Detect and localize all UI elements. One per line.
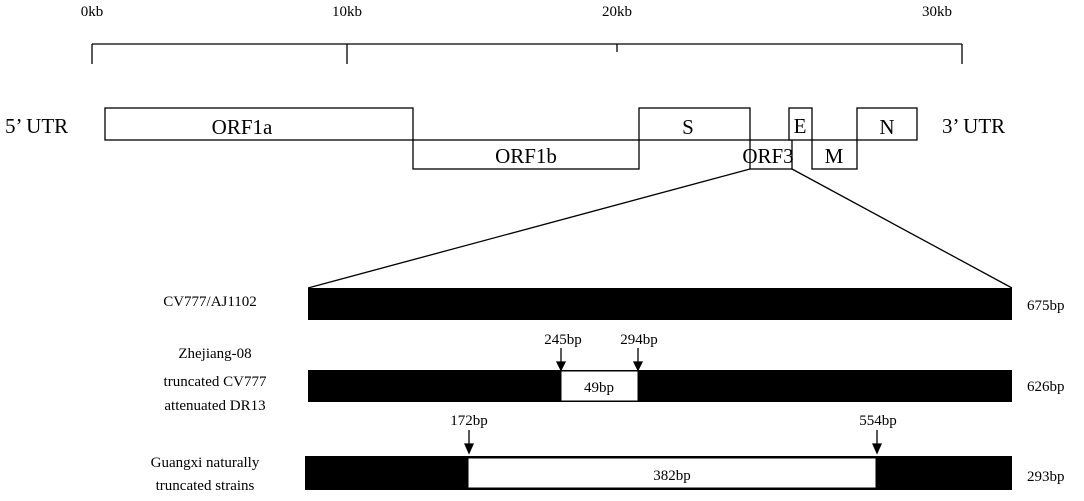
n-box	[856, 107, 918, 141]
strain1-name: CV777/AJ1102	[163, 294, 257, 310]
strain2-deletion-end: 294bp	[620, 332, 658, 348]
strain2-name-line3: attenuated DR13	[164, 398, 265, 414]
e-box	[788, 107, 813, 141]
orf1b-label: ORF1b	[495, 144, 557, 168]
s-label: S	[682, 115, 694, 139]
orf1b-box	[412, 139, 640, 170]
e-label: E	[794, 114, 807, 138]
n-label: N	[879, 115, 894, 139]
strain2-length: 626bp	[1027, 379, 1065, 395]
zoom-line-left	[307, 168, 751, 289]
scale-label-0kb: 0kb	[81, 4, 104, 20]
strain1-bar	[308, 288, 1012, 320]
strain3-deletion-start: 172bp	[450, 413, 488, 429]
strain3-deletion-end: 554bp	[859, 413, 897, 429]
scale-bar	[91, 43, 963, 64]
orf1a-box	[104, 107, 414, 141]
strain2-deletion-start: 245bp	[544, 332, 582, 348]
strain1-length: 675bp	[1027, 298, 1065, 314]
strain3-end-arrowhead	[871, 443, 883, 455]
strain2-name-line2: truncated CV777	[164, 374, 267, 390]
strain3-length: 293bp	[1027, 469, 1065, 485]
orf1a-label: ORF1a	[212, 115, 273, 139]
strain3-start-arrowhead	[463, 443, 475, 455]
zoom-line-right	[791, 168, 1013, 289]
scale-label-10kb: 10kb	[332, 4, 362, 20]
utr3-label: 3’ UTR	[942, 114, 1005, 138]
utr5-label: 5’ UTR	[5, 114, 68, 138]
orf3-label: ORF3	[742, 144, 793, 168]
strain2-name-line1: Zhejiang-08	[178, 346, 251, 362]
strain2-bar	[308, 370, 1012, 402]
strain3-name-line2: truncated strains	[156, 478, 255, 494]
strain3-deletion-size: 382bp	[653, 468, 691, 484]
scale-label-20kb: 20kb	[602, 4, 632, 20]
strain2-start-arrowhead	[555, 361, 567, 372]
strain3-deletion	[467, 457, 877, 489]
strain2-deletion	[560, 370, 639, 402]
m-box	[811, 139, 858, 170]
s-box	[638, 107, 751, 141]
scale-label-30kb: 30kb	[922, 4, 952, 20]
strain2-deletion-size: 49bp	[584, 380, 614, 396]
m-label: M	[825, 144, 844, 168]
strain3-name-line1: Guangxi naturally	[151, 455, 260, 471]
strain2-end-arrowhead	[632, 361, 644, 372]
orf3-box	[749, 139, 793, 170]
